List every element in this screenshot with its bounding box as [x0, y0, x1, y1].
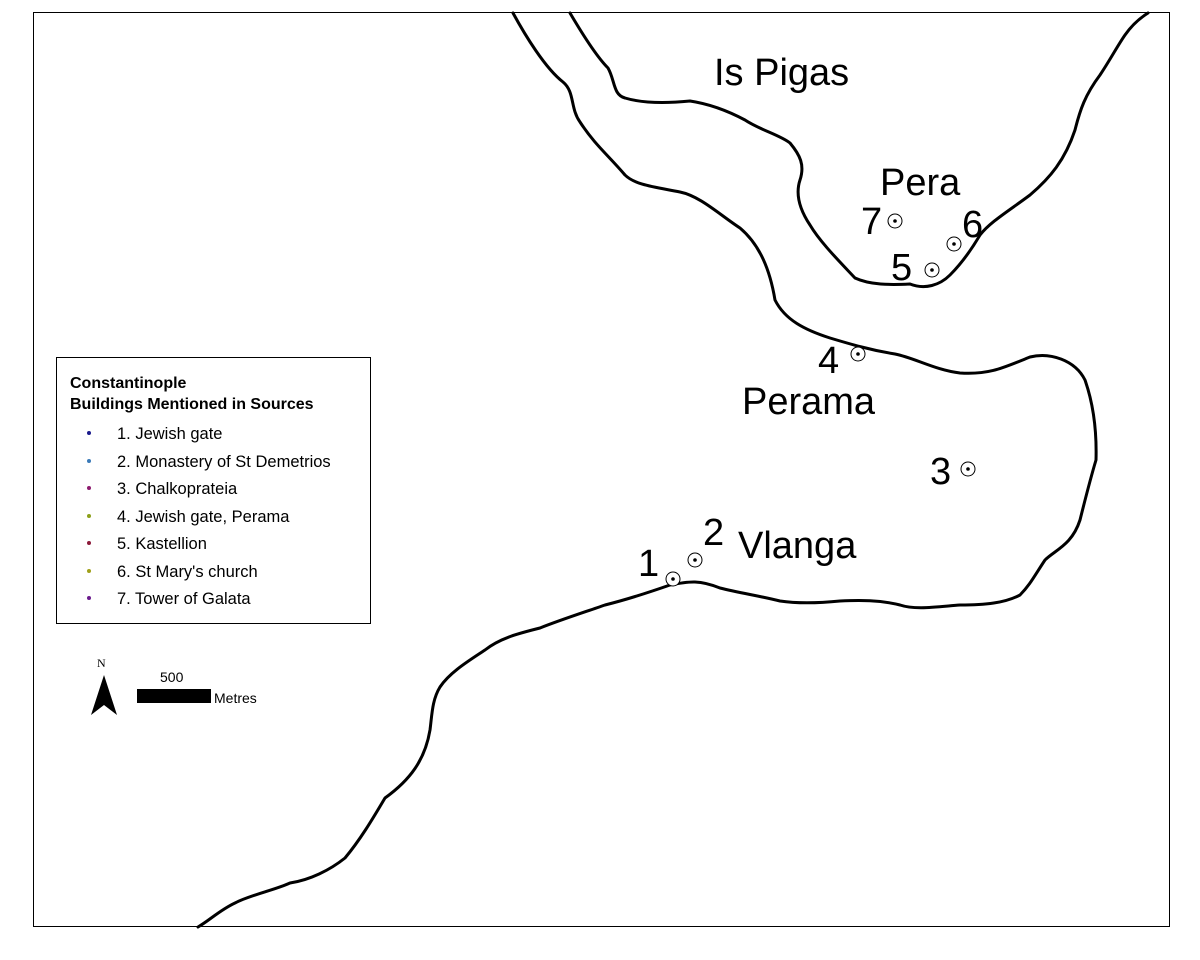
marker-number-5: 5 [891, 247, 912, 289]
legend-item-label: 3. Chalkoprateia [117, 480, 238, 498]
marker-4[interactable] [850, 346, 866, 362]
marker-7[interactable] [887, 213, 903, 229]
map-frame [33, 12, 1170, 927]
north-label: N [97, 656, 106, 670]
legend-item-label: 1. Jewish gate [117, 425, 223, 443]
legend-dot-icon [87, 513, 91, 518]
marker-number-2: 2 [703, 512, 724, 554]
marker-1[interactable] [665, 571, 681, 587]
marker-number-7: 7 [861, 201, 882, 243]
place-label-vlanga: Vlanga [738, 525, 857, 567]
legend-dot-icon [87, 596, 91, 600]
marker-6[interactable] [946, 236, 962, 252]
scale-and-north: N 500 Metres [90, 655, 290, 725]
marker-5[interactable] [924, 262, 940, 278]
marker-number-4: 4 [818, 340, 839, 382]
legend-dot-icon [87, 568, 91, 573]
marker-2[interactable] [687, 552, 703, 568]
legend-title-line-2: Buildings Mentioned in Sources [70, 396, 314, 413]
marker-number-3: 3 [930, 451, 951, 493]
legend-item-label: 5. Kastellion [117, 535, 207, 553]
north-arrow-icon [91, 675, 117, 715]
legend-item-label: 4. Jewish gate, Perama [117, 507, 290, 526]
marker-number-6: 6 [962, 204, 983, 246]
legend-dot-icon [87, 541, 91, 545]
map-legend: Constantinople Buildings Mentioned in So… [56, 357, 371, 624]
legend-dot-icon [87, 431, 91, 435]
scale-value: 500 [160, 669, 184, 685]
legend-item: 3. Chalkoprateia [85, 479, 331, 507]
scale-bar [137, 689, 211, 703]
legend-item-label: 2. Monastery of St Demetrios [117, 452, 331, 471]
legend-items: 1. Jewish gate 2. Monastery of St Demetr… [85, 424, 331, 617]
marker-3[interactable] [960, 461, 976, 477]
legend-item: 7. Tower of Galata [85, 589, 331, 617]
legend-title: Constantinople Buildings Mentioned in So… [70, 373, 314, 415]
legend-item: 4. Jewish gate, Perama [85, 507, 331, 535]
marker-number-1: 1 [638, 543, 659, 585]
legend-dot-icon [87, 486, 91, 490]
coastline-north-shore-inner [196, 11, 1098, 929]
legend-item-label: 6. St Mary's church [117, 562, 258, 581]
legend-dot-icon [87, 458, 91, 463]
legend-item-label: 7. Tower of Galata [117, 590, 251, 608]
building-markers [665, 213, 976, 587]
coastline-golden-horn-north [568, 11, 1150, 289]
legend-item: 5. Kastellion [85, 534, 331, 562]
place-label-perama: Perama [742, 381, 876, 423]
legend-item: 6. St Mary's church [85, 562, 331, 590]
scale-unit: Metres [214, 690, 257, 706]
legend-item: 2. Monastery of St Demetrios [85, 452, 331, 480]
place-label-is-pigas: Is Pigas [714, 52, 849, 94]
legend-title-line-1: Constantinople [70, 375, 187, 392]
place-label-pera: Pera [880, 162, 961, 204]
legend-item: 1. Jewish gate [85, 424, 331, 452]
